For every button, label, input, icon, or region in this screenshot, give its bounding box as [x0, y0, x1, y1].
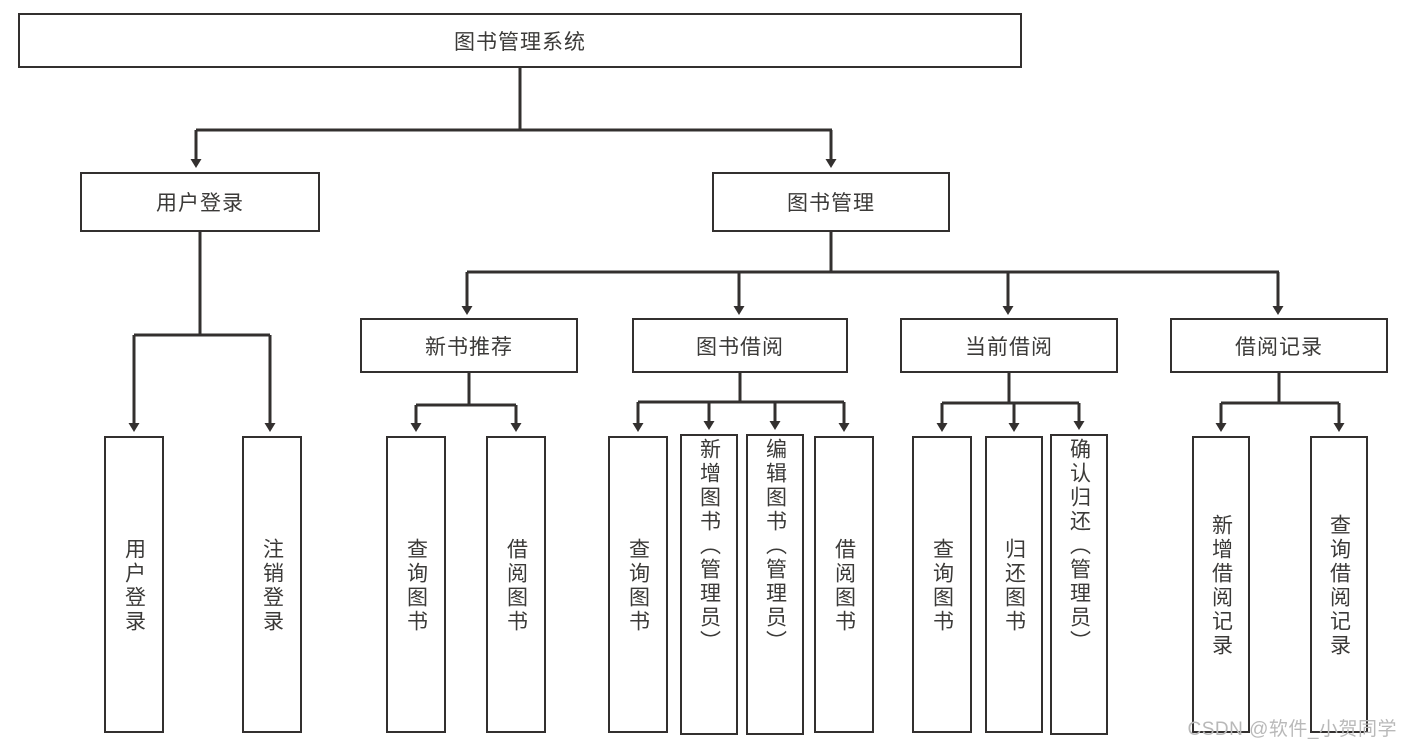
leaf-user-login[interactable]: 用户登录 [104, 436, 164, 733]
leaf-edit-book-admin[interactable]: 编辑图书（管理员） [746, 434, 804, 735]
node-current-borrow[interactable]: 当前借阅 [900, 318, 1118, 373]
node-book-borrow[interactable]: 图书借阅 [632, 318, 848, 373]
node-book-manage-label: 图书管理 [787, 192, 875, 215]
node-book-manage[interactable]: 图书管理 [712, 172, 950, 232]
leaf-add-borrow-record-label: 新增借阅记录 [1209, 513, 1233, 658]
leaf-query-book-recommend-label: 查询图书 [404, 537, 428, 634]
watermark: CSDN @软件_小贺同学 [1187, 719, 1397, 740]
leaf-query-book-recommend[interactable]: 查询图书 [386, 436, 446, 733]
leaf-query-book-borrow[interactable]: 查询图书 [608, 436, 668, 733]
leaf-add-book-admin[interactable]: 新增图书（管理员） [680, 434, 738, 735]
leaf-borrow-book-recommend[interactable]: 借阅图书 [486, 436, 546, 733]
leaf-return-book[interactable]: 归还图书 [985, 436, 1043, 733]
leaf-query-book-current[interactable]: 查询图书 [912, 436, 972, 733]
leaf-borrow-book-recommend-label: 借阅图书 [504, 537, 528, 634]
leaf-borrow-book[interactable]: 借阅图书 [814, 436, 874, 733]
node-root[interactable]: 图书管理系统 [18, 13, 1022, 68]
node-user-login-label: 用户登录 [156, 192, 244, 215]
node-new-book-recommend[interactable]: 新书推荐 [360, 318, 578, 373]
node-borrow-record-label: 借阅记录 [1235, 335, 1323, 359]
leaf-confirm-return-admin[interactable]: 确认归还（管理员） [1050, 434, 1108, 735]
leaf-logout-login[interactable]: 注销登录 [242, 436, 302, 733]
node-root-label: 图书管理系统 [454, 30, 586, 54]
leaf-edit-book-admin-label: 编辑图书（管理员） [763, 438, 787, 654]
leaf-query-borrow-record[interactable]: 查询借阅记录 [1310, 436, 1368, 733]
leaf-borrow-book-label: 借阅图书 [832, 537, 856, 634]
node-user-login[interactable]: 用户登录 [80, 172, 320, 232]
leaf-add-book-admin-label: 新增图书（管理员） [697, 438, 721, 654]
leaf-query-borrow-record-label: 查询借阅记录 [1327, 513, 1351, 658]
leaf-confirm-return-admin-label: 确认归还（管理员） [1067, 438, 1091, 654]
node-borrow-record[interactable]: 借阅记录 [1170, 318, 1388, 373]
node-book-borrow-label: 图书借阅 [696, 335, 784, 359]
leaf-user-login-label: 用户登录 [122, 537, 146, 634]
leaf-query-book-current-label: 查询图书 [930, 537, 954, 634]
leaf-query-book-borrow-label: 查询图书 [626, 537, 650, 634]
node-current-borrow-label: 当前借阅 [965, 335, 1053, 359]
leaf-logout-login-label: 注销登录 [260, 537, 284, 634]
leaf-add-borrow-record[interactable]: 新增借阅记录 [1192, 436, 1250, 733]
node-new-book-recommend-label: 新书推荐 [425, 335, 513, 359]
leaf-return-book-label: 归还图书 [1002, 537, 1026, 634]
